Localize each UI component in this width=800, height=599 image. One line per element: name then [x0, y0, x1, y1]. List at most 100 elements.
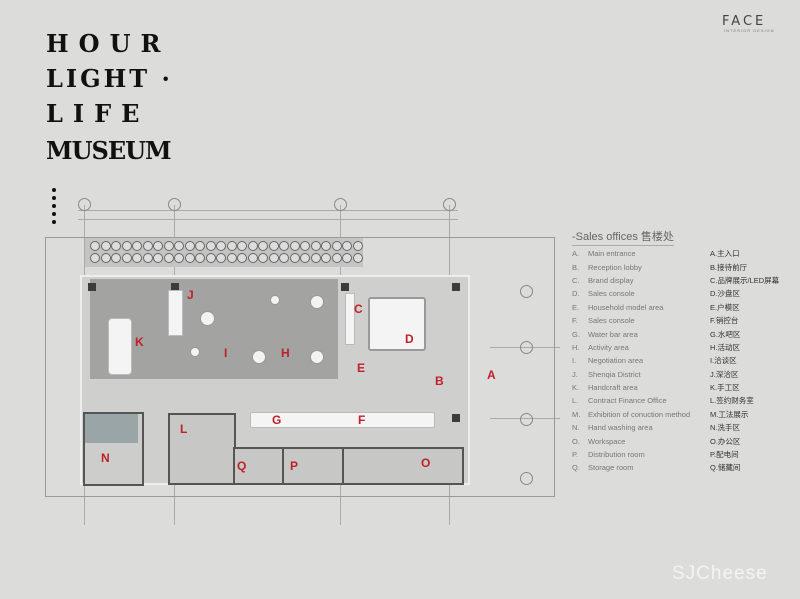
outdoor-chair — [121, 253, 132, 263]
legend-cn: L.签约财务室 — [710, 396, 754, 406]
outdoor-chair — [163, 253, 174, 263]
outdoor-chair — [226, 241, 237, 251]
sofa — [168, 290, 183, 336]
legend-cn: B.接待前厅 — [710, 262, 748, 272]
legend-title: -Sales offices 售楼处 — [572, 228, 674, 246]
outdoor-chair — [310, 253, 321, 263]
legend-cn: A.主入口 — [710, 249, 740, 259]
outdoor-chair — [310, 241, 321, 251]
legend-en: Storage room — [588, 463, 634, 473]
legend-cn: I.洽谈区 — [710, 356, 737, 366]
outdoor-chair — [352, 241, 363, 251]
zone-label-o: O — [421, 456, 431, 470]
outdoor-chair — [205, 253, 216, 263]
zone-label-q: Q — [237, 459, 247, 473]
outdoor-chair — [121, 241, 132, 251]
outdoor-chair — [142, 253, 153, 263]
outdoor-chair — [289, 241, 300, 251]
outdoor-chair — [289, 253, 300, 263]
legend-en: Reception lobby — [588, 262, 642, 272]
outdoor-chair — [90, 241, 100, 251]
legend-item: B. Reception lobby B.接待前厅 — [572, 260, 797, 273]
legend-cn: K.手工区 — [710, 383, 740, 393]
outdoor-chair — [342, 241, 352, 251]
legend-en: Hand washing area — [588, 423, 653, 433]
legend-letter: F. — [572, 316, 578, 326]
site-boundary — [45, 237, 555, 497]
outdoor-chair — [216, 241, 226, 251]
outdoor-chair — [205, 241, 216, 251]
storage-room — [233, 447, 284, 485]
zone-label-a: A — [487, 368, 496, 382]
axis-marker — [334, 198, 347, 211]
legend-letter: O. — [572, 436, 580, 446]
outdoor-chair — [100, 241, 111, 251]
legend-en: Distribution room — [588, 450, 645, 460]
zone-label-f: F — [358, 413, 366, 427]
legend-list: A. Main entrance A.主入口 B. Reception lobby B.接… — [572, 247, 797, 475]
legend-letter: A. — [572, 249, 580, 259]
outdoor-chair — [331, 241, 342, 251]
outdoor-chair — [132, 253, 142, 263]
axis-marker — [168, 198, 181, 211]
outdoor-chair — [132, 241, 142, 251]
axis-marker — [520, 341, 533, 354]
title-museum: MUSEUM — [46, 136, 172, 165]
zone-label-g: G — [272, 413, 282, 427]
legend-letter: G. — [572, 329, 580, 339]
outdoor-chair — [174, 253, 184, 263]
dot-divider — [52, 188, 56, 228]
legend-letter: B. — [572, 262, 580, 272]
outdoor-chair — [90, 253, 100, 263]
legend-cn: Q.储藏间 — [710, 463, 741, 473]
legend-en: Contract Finance Office — [588, 396, 667, 406]
outdoor-chair — [342, 253, 352, 263]
zone-label-d: D — [405, 332, 414, 346]
outdoor-chair — [111, 241, 121, 251]
legend-letter: P. — [572, 450, 579, 460]
title-light: LIGHT · — [46, 64, 173, 93]
outdoor-chair — [111, 253, 121, 263]
outdoor-chair — [258, 253, 268, 263]
face-logo: FACE — [722, 14, 767, 29]
outdoor-chair — [247, 241, 258, 251]
zone-label-h: H — [281, 346, 290, 360]
outdoor-chair — [174, 241, 184, 251]
zone-label-l: L — [180, 422, 188, 436]
outdoor-chair — [321, 253, 331, 263]
legend-en: Workspace — [588, 436, 626, 446]
outdoor-chair — [321, 241, 331, 251]
legend-cn: F.销控台 — [710, 316, 739, 326]
legend-en: Household model area — [588, 302, 664, 312]
legend-cn: C.品牌展示/LED屏幕 — [710, 275, 780, 285]
title-life: LIFE — [46, 99, 150, 128]
outdoor-chair — [142, 241, 153, 251]
watermark: SJCheese — [672, 563, 768, 584]
legend-en: Negotiation area — [588, 356, 644, 366]
legend-en: Brand display — [588, 275, 634, 285]
legend-letter: L. — [572, 396, 579, 406]
legend-en: Exhibition of conuction method — [588, 409, 691, 419]
outdoor-chair — [153, 253, 163, 263]
outdoor-chair — [184, 241, 195, 251]
legend-en: Shenqia District — [588, 369, 641, 379]
legend-en: Main entrance — [588, 249, 636, 259]
outdoor-chair — [279, 253, 289, 263]
zone-label-e: E — [357, 361, 366, 375]
outdoor-chair — [300, 253, 310, 263]
legend-en: Water bar area — [588, 329, 638, 339]
craft-table — [108, 318, 132, 375]
sand-table — [368, 297, 426, 351]
